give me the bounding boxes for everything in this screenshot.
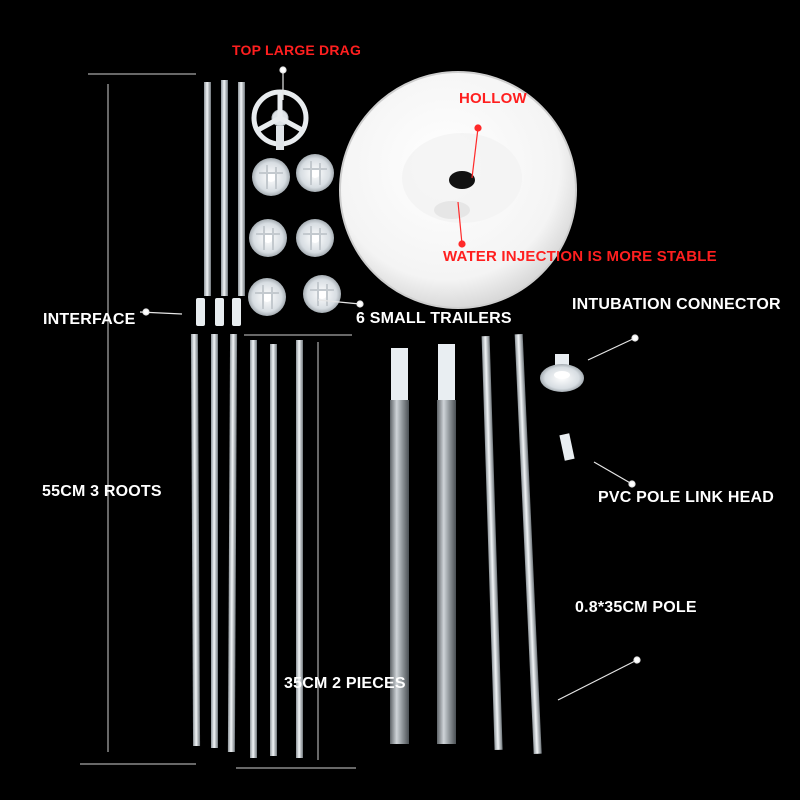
small-trailer-cups	[248, 154, 341, 316]
label-small-trailers: 6 SMALL TRAILERS	[356, 310, 512, 327]
label-water-injection: WATER INJECTION IS MORE STABLE	[443, 248, 717, 265]
rod-35cm	[250, 340, 303, 758]
pole-0-8x35cm	[481, 334, 542, 754]
dimension-line-55cm	[80, 73, 196, 765]
base-disc	[339, 71, 577, 309]
label-55cm-3-roots: 55CM 3 ROOTS	[42, 483, 162, 500]
annotation-pointers	[139, 66, 641, 701]
top-large-drag	[251, 89, 309, 150]
label-pvc-pole-link-head: PVC POLE LINK HEAD	[598, 489, 775, 506]
intubation-tubes	[390, 344, 456, 744]
label-interface: INTERFACE	[43, 311, 136, 328]
intubation-connector	[540, 354, 584, 392]
label-pole-35cm: 0.8*35CM POLE	[575, 599, 697, 616]
rod-55cm-lower	[190, 333, 238, 753]
pvc-link-head	[559, 433, 575, 461]
rod-55cm-upper	[204, 80, 245, 296]
dimension-line-35cm	[236, 334, 356, 769]
label-top-large-drag: TOP LARGE DRAG	[232, 42, 362, 58]
interface-connectors	[196, 298, 241, 326]
annotation-pointers-red	[457, 124, 482, 248]
label-intubation-connector: INTUBATION CONNECTOR	[572, 296, 781, 313]
label-35cm-2-pieces: 35CM 2 PIECES	[284, 675, 406, 692]
label-hollow: HOLLOW	[459, 90, 527, 107]
